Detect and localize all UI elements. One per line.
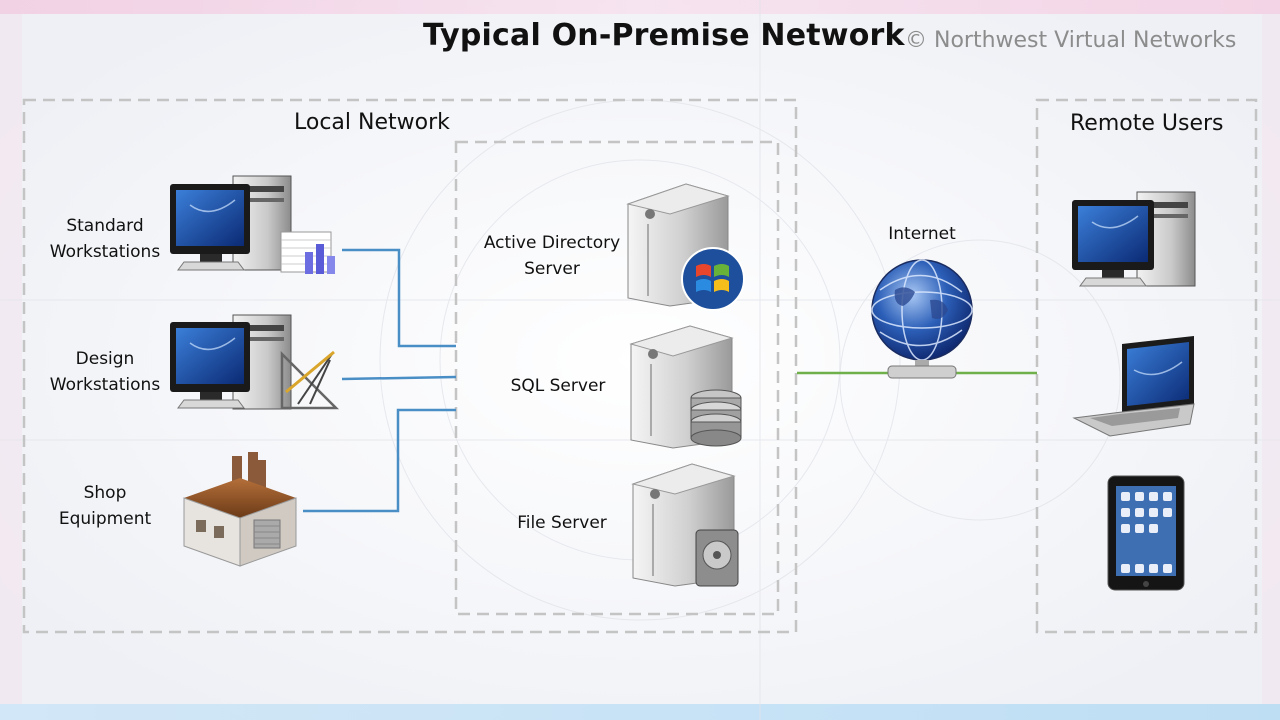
desktop-computer-chart-icon <box>170 175 335 274</box>
factory-icon <box>183 452 297 567</box>
database-server-icon <box>629 325 742 449</box>
shop-equipment-label: Shop Equipment <box>58 483 152 529</box>
link-design-workstations <box>341 375 457 381</box>
copyright-notice: © Northwest Virtual Networks <box>905 28 1237 53</box>
link-standard-workstations <box>342 248 456 348</box>
diagram-title: Typical On-Premise Network <box>423 18 905 53</box>
desktop-computer-drafting-icon <box>170 314 340 410</box>
laptop-icon <box>1072 336 1195 437</box>
design-workstations-label: Design Workstations <box>49 349 161 395</box>
windows-server-icon <box>626 183 745 311</box>
remote-users-group <box>1035 98 1258 634</box>
standard-workstations-label: Standard Workstations <box>49 216 161 262</box>
file-server-icon <box>631 463 739 587</box>
remote-users-label: Remote Users <box>1070 111 1224 136</box>
desktop-computer-icon <box>1072 191 1196 287</box>
link-shop-equipment <box>303 408 456 513</box>
file-server-label: File Server <box>517 513 607 533</box>
active-directory-server-label: Active Directory Server <box>483 233 621 279</box>
local-network-group <box>22 98 798 634</box>
local-network-label: Local Network <box>294 110 450 135</box>
tablet-icon <box>1107 475 1185 591</box>
sql-server-label: SQL Server <box>510 376 606 396</box>
internet-label: Internet <box>888 224 956 244</box>
globe-network-icon <box>871 259 973 379</box>
